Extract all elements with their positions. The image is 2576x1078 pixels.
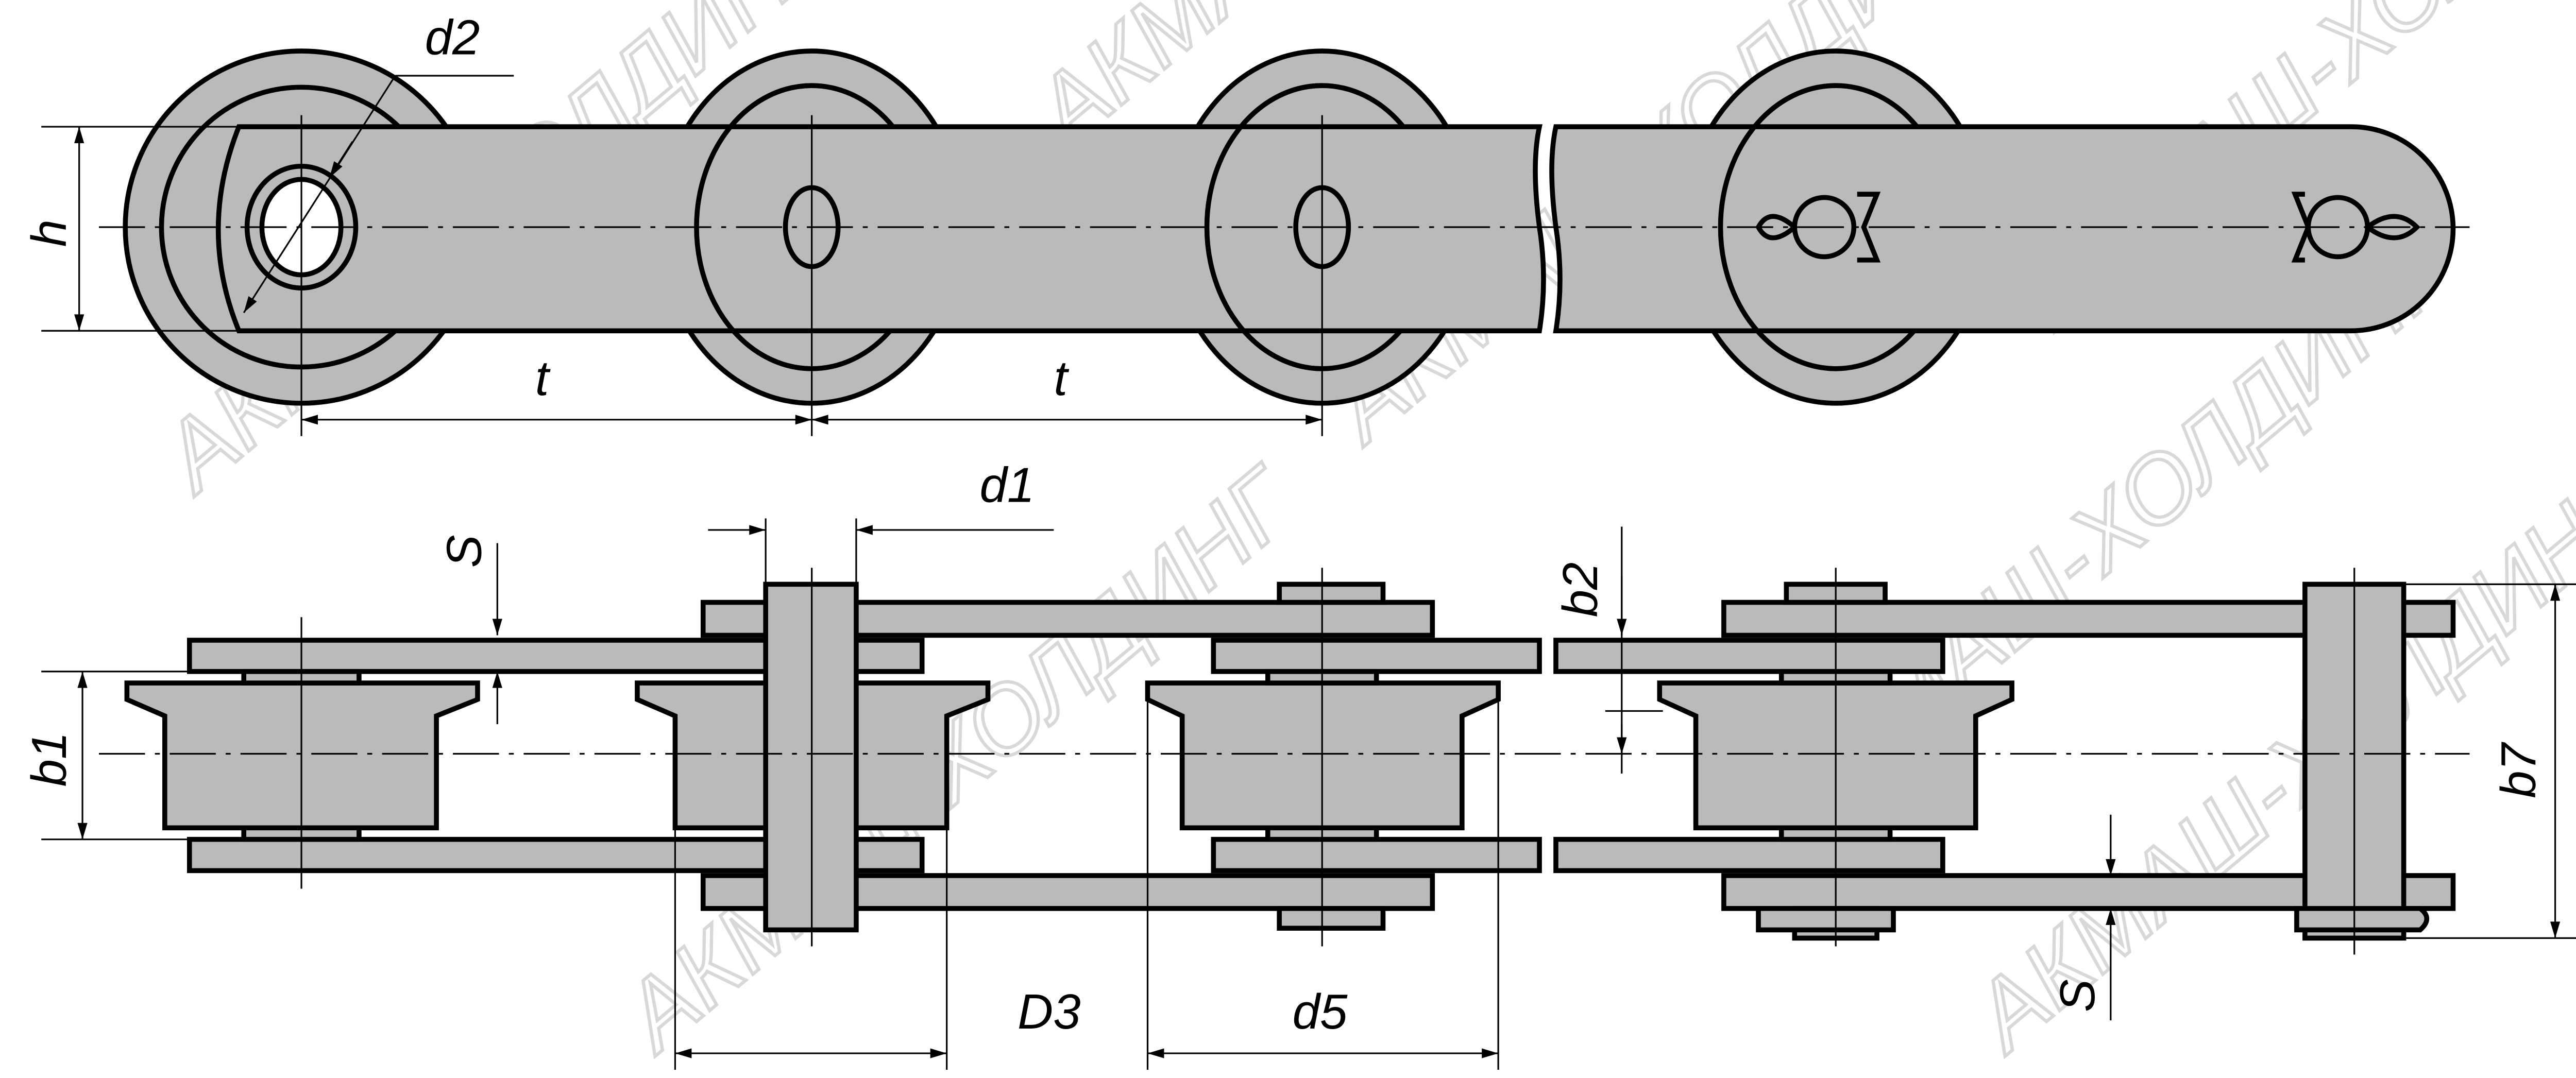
cotter-pin xyxy=(1756,906,1896,933)
label-d5: d5 xyxy=(1293,984,1348,1039)
pin-end xyxy=(1277,906,1386,931)
pin-end xyxy=(1277,581,1386,605)
cotter-pin xyxy=(2294,906,2430,933)
label-s-bottom: S xyxy=(2050,979,2105,1012)
cotter-pin xyxy=(1755,192,1881,263)
label-b7: b7 xyxy=(2491,741,2546,798)
label-t: t xyxy=(535,351,551,406)
label-t: t xyxy=(1054,351,1069,406)
inner-plate xyxy=(1553,638,1945,674)
inner-plate xyxy=(1553,836,1945,874)
label-b1: b1 xyxy=(22,732,77,787)
inner-plate xyxy=(1211,638,1542,674)
label-D3: D3 xyxy=(1018,984,1081,1039)
inner-plate xyxy=(1211,836,1542,874)
link-plate xyxy=(1549,124,2456,334)
label-s-top: S xyxy=(436,535,492,568)
label-b2: b2 xyxy=(1553,562,1608,618)
top-view: h t t d2 xyxy=(22,10,2470,436)
label-d2: d2 xyxy=(425,10,480,65)
label-h: h xyxy=(22,219,77,247)
rollers xyxy=(124,669,2014,842)
label-d1: d1 xyxy=(980,458,1035,513)
front-view: b1 S d1 b2 b7 S D3 d5 xyxy=(22,458,2576,1070)
